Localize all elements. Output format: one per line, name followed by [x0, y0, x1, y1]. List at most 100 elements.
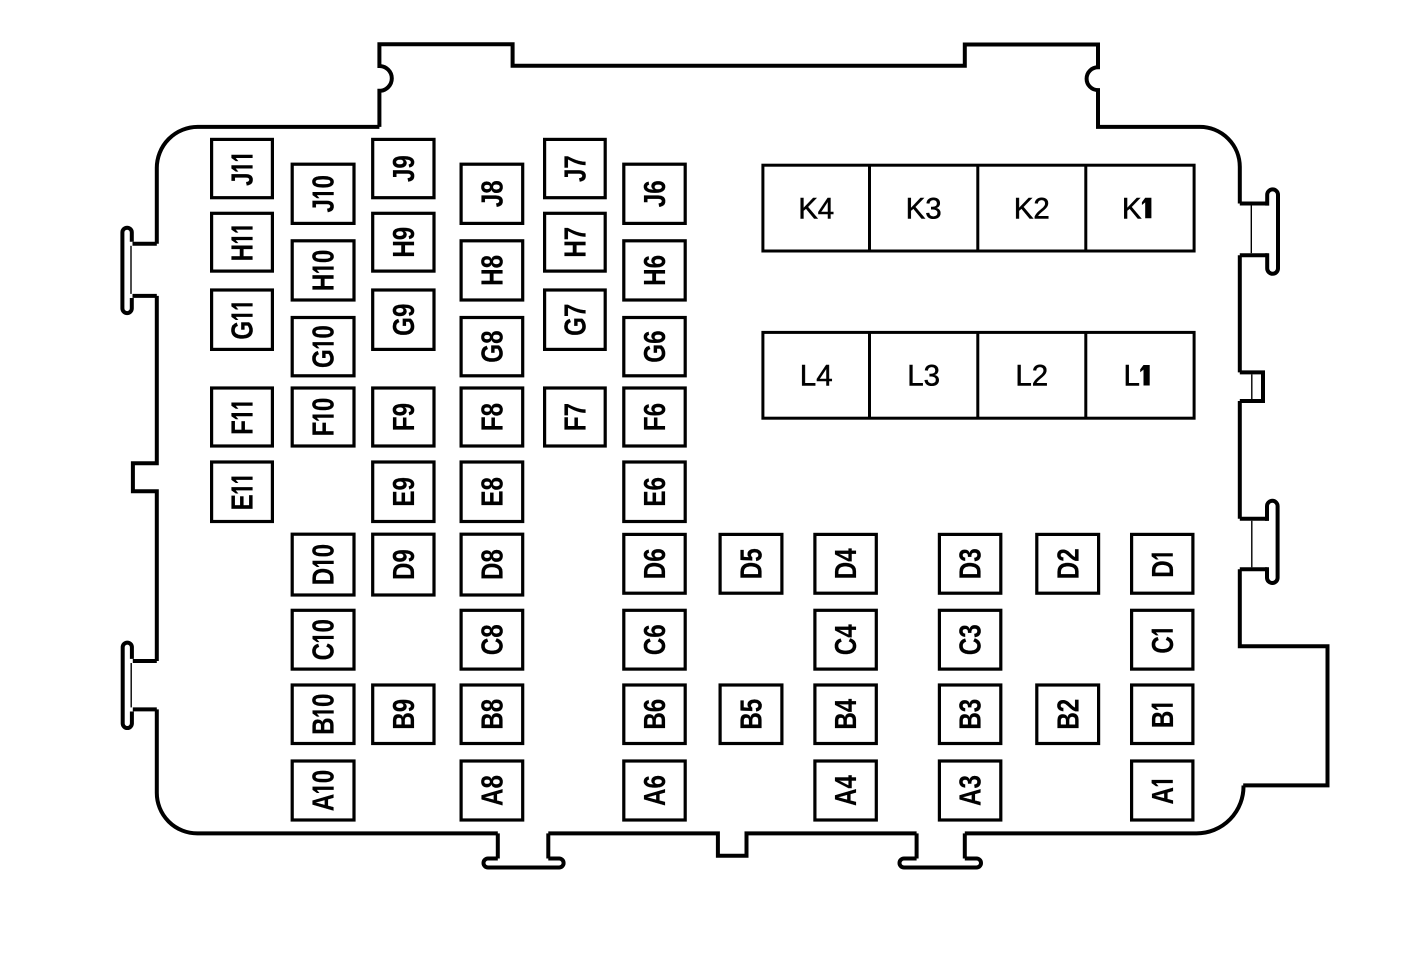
- svg-text:2: 2: [1050, 699, 1085, 712]
- svg-text:H: H: [225, 244, 260, 261]
- svg-text:B: B: [953, 712, 988, 729]
- svg-text:0: 0: [306, 175, 341, 188]
- svg-text:4: 4: [828, 698, 863, 712]
- svg-text:B: B: [475, 712, 510, 729]
- svg-text:C: C: [953, 638, 988, 655]
- svg-text:0: 0: [306, 325, 341, 338]
- svg-text:9: 9: [386, 304, 421, 317]
- svg-text:C: C: [306, 643, 341, 660]
- svg-text:A: A: [475, 788, 510, 805]
- svg-text:G: G: [386, 317, 421, 336]
- svg-text:A: A: [828, 788, 863, 805]
- svg-text:9: 9: [386, 699, 421, 712]
- svg-text:B: B: [828, 712, 863, 729]
- svg-text:C: C: [475, 638, 510, 655]
- svg-text:E: E: [225, 494, 260, 510]
- svg-text:D: D: [1145, 560, 1180, 577]
- svg-text:D: D: [637, 562, 672, 579]
- svg-text:A: A: [953, 788, 988, 805]
- svg-text:0: 0: [306, 544, 341, 557]
- svg-text:6: 6: [637, 775, 672, 788]
- svg-text:8: 8: [475, 180, 510, 193]
- svg-text:8: 8: [475, 403, 510, 416]
- svg-text:F: F: [386, 416, 421, 431]
- svg-text:K: K: [906, 192, 926, 225]
- svg-text:0: 0: [306, 619, 341, 632]
- svg-text:C: C: [637, 638, 672, 655]
- svg-text:4: 4: [818, 192, 834, 225]
- svg-text:4: 4: [816, 360, 832, 393]
- svg-text:J: J: [475, 194, 510, 207]
- svg-text:8: 8: [475, 477, 510, 490]
- svg-text:3: 3: [953, 624, 988, 637]
- svg-text:9: 9: [386, 227, 421, 240]
- svg-text:D: D: [306, 568, 341, 585]
- svg-text:K: K: [798, 192, 818, 225]
- svg-text:4: 4: [828, 624, 863, 638]
- svg-text:8: 8: [475, 775, 510, 788]
- svg-text:B: B: [637, 712, 672, 729]
- svg-text:8: 8: [475, 330, 510, 343]
- svg-text:4: 4: [828, 775, 863, 789]
- svg-text:0: 0: [306, 398, 341, 411]
- svg-text:L: L: [800, 360, 816, 393]
- svg-text:5: 5: [734, 548, 769, 561]
- svg-text:H: H: [306, 274, 341, 291]
- svg-text:F: F: [637, 416, 672, 431]
- svg-text:F: F: [225, 420, 260, 435]
- svg-text:F: F: [558, 416, 593, 431]
- svg-text:8: 8: [475, 255, 510, 268]
- svg-text:8: 8: [475, 624, 510, 637]
- svg-text:7: 7: [558, 304, 593, 317]
- svg-text:A: A: [1145, 787, 1180, 804]
- svg-text:9: 9: [386, 155, 421, 168]
- svg-text:D: D: [1050, 562, 1085, 579]
- svg-text:J: J: [637, 194, 672, 207]
- svg-text:2: 2: [1032, 360, 1048, 393]
- svg-text:J: J: [225, 172, 260, 185]
- svg-text:G: G: [306, 349, 341, 368]
- svg-text:8: 8: [475, 549, 510, 562]
- svg-text:C: C: [1145, 636, 1180, 653]
- svg-text:D: D: [734, 562, 769, 579]
- svg-text:A: A: [637, 788, 672, 805]
- svg-text:D: D: [475, 563, 510, 580]
- svg-text:J: J: [306, 199, 341, 212]
- svg-text:9: 9: [386, 549, 421, 562]
- svg-text:B: B: [386, 712, 421, 729]
- svg-text:4: 4: [828, 548, 863, 562]
- svg-text:3: 3: [953, 699, 988, 712]
- svg-text:6: 6: [637, 624, 672, 637]
- svg-text:7: 7: [558, 155, 593, 168]
- svg-text:H: H: [558, 240, 593, 257]
- svg-text:2: 2: [1033, 192, 1049, 225]
- svg-text:6: 6: [637, 403, 672, 416]
- svg-text:E: E: [475, 490, 510, 506]
- svg-text:2: 2: [1050, 548, 1085, 561]
- svg-text:L: L: [1124, 360, 1140, 393]
- svg-text:7: 7: [558, 227, 593, 240]
- svg-text:G: G: [637, 344, 672, 363]
- svg-text:G: G: [225, 321, 260, 340]
- svg-text:F: F: [306, 422, 341, 437]
- svg-text:D: D: [828, 562, 863, 579]
- svg-text:D: D: [953, 562, 988, 579]
- svg-text:L: L: [1015, 360, 1031, 393]
- svg-text:6: 6: [637, 330, 672, 343]
- svg-text:E: E: [637, 490, 672, 506]
- svg-text:K: K: [1122, 192, 1142, 225]
- svg-text:3: 3: [924, 360, 940, 393]
- svg-text:C: C: [828, 638, 863, 655]
- svg-text:J: J: [386, 169, 421, 182]
- svg-text:E: E: [386, 490, 421, 506]
- svg-text:6: 6: [637, 180, 672, 193]
- svg-text:B: B: [306, 717, 341, 734]
- svg-text:H: H: [637, 268, 672, 285]
- svg-text:9: 9: [386, 403, 421, 416]
- svg-text:K: K: [1014, 192, 1034, 225]
- svg-text:0: 0: [306, 694, 341, 707]
- svg-text:5: 5: [734, 699, 769, 712]
- svg-text:A: A: [306, 794, 341, 811]
- svg-text:B: B: [1050, 712, 1085, 729]
- svg-text:B: B: [734, 712, 769, 729]
